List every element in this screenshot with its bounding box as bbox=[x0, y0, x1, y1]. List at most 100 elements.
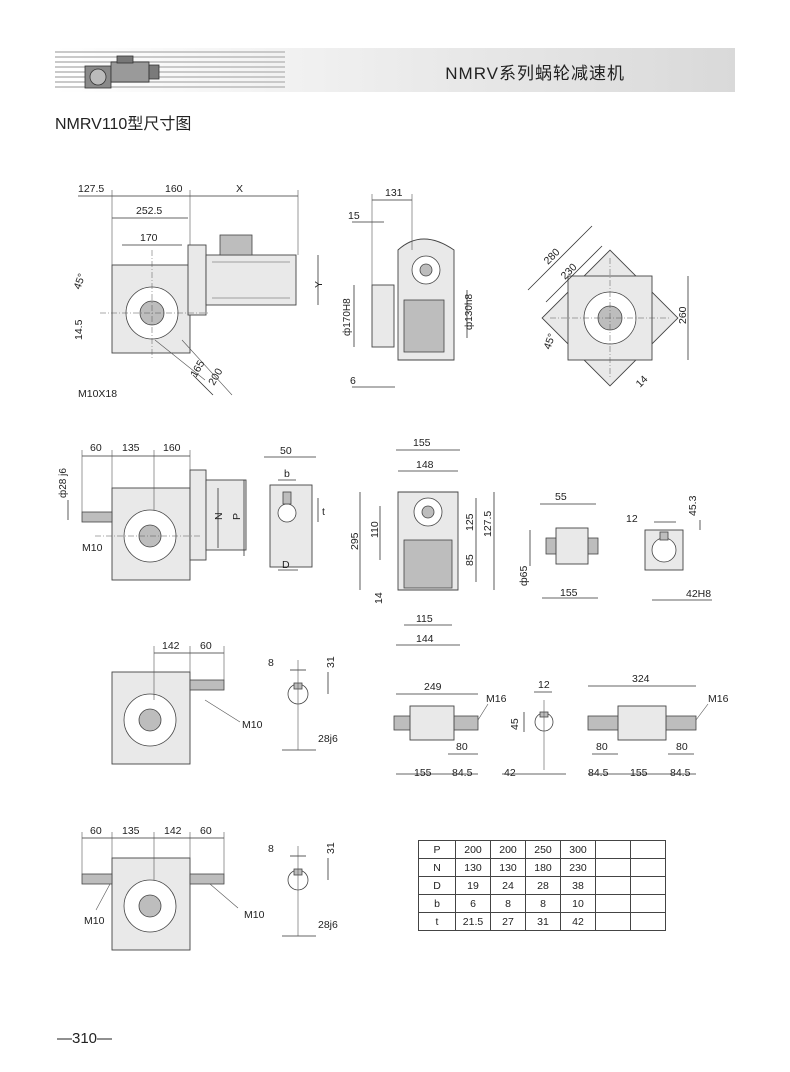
table-cell bbox=[630, 858, 666, 877]
table-cell: 38 bbox=[560, 876, 596, 895]
table-cell: 42 bbox=[560, 912, 596, 931]
table-cell: 10 bbox=[560, 894, 596, 913]
dim-label: 127.5 bbox=[78, 183, 104, 195]
dim-label: 42 bbox=[504, 767, 516, 779]
table-row: b 6 8 8 10 bbox=[418, 894, 666, 913]
table-row: t 21.5 27 31 42 bbox=[418, 912, 666, 931]
dim-label: M16 bbox=[708, 693, 729, 705]
table-cell bbox=[630, 840, 666, 859]
view-input-bore: 50 b t D bbox=[264, 445, 325, 571]
dim-label: t bbox=[322, 506, 325, 518]
dim-label: ф170H8 bbox=[341, 298, 353, 336]
view-single-shaft: 249 M16 80 155 84.5 bbox=[393, 681, 507, 779]
dim-label: b bbox=[284, 468, 290, 480]
dim-label: 84.5 bbox=[588, 767, 609, 779]
view-shaft-key-3: 8 31 28j6 bbox=[268, 842, 338, 937]
dim-label: 6 bbox=[350, 375, 356, 387]
dim-label: 85 bbox=[464, 554, 476, 566]
table-cell bbox=[595, 858, 631, 877]
dim-label: 165 bbox=[188, 358, 207, 379]
table-cell: P bbox=[418, 840, 456, 859]
dim-label: 80 bbox=[676, 741, 688, 753]
view-reducer-front: 60 135 160 ф28 j6 M10 N P bbox=[57, 442, 247, 581]
dim-label: 8 bbox=[268, 843, 274, 855]
table-cell: 27 bbox=[490, 912, 526, 931]
dim-label: 28j6 bbox=[318, 919, 338, 931]
dim-label: 12 bbox=[626, 513, 638, 525]
dim-label: 31 bbox=[325, 656, 337, 668]
dim-label: 60 bbox=[200, 825, 212, 837]
table-cell: 180 bbox=[525, 858, 561, 877]
dim-label: 125 bbox=[464, 513, 476, 531]
dim-label: 60 bbox=[90, 825, 102, 837]
dim-label: 155 bbox=[414, 767, 432, 779]
table-cell: 200 bbox=[455, 840, 491, 859]
table-cell: 130 bbox=[455, 858, 491, 877]
view-reducer-side: 155 148 295 110 125 127.5 85 14 115 144 bbox=[349, 437, 495, 646]
dim-label: 14.5 bbox=[73, 319, 85, 340]
motor-terminal-box bbox=[219, 234, 253, 256]
spec-table: P 200 200 250 300 N 130 130 180 230 D 19… bbox=[418, 840, 666, 931]
table-cell: 21.5 bbox=[455, 912, 491, 931]
dim-label: 50 bbox=[280, 445, 292, 457]
table-cell: 300 bbox=[560, 840, 596, 859]
dim-label: 160 bbox=[163, 442, 181, 454]
dim-label: P bbox=[231, 513, 243, 520]
table-cell: 24 bbox=[490, 876, 526, 895]
table-row: N 130 130 180 230 bbox=[418, 858, 666, 877]
dim-label: 115 bbox=[416, 613, 433, 625]
dim-label: N bbox=[213, 512, 225, 520]
dim-label: 45.3 bbox=[687, 495, 699, 516]
dim-label: 148 bbox=[416, 459, 434, 471]
dim-label: 110 bbox=[369, 521, 381, 538]
page-number: —310— bbox=[57, 1030, 113, 1047]
dim-label: M10 bbox=[242, 719, 263, 731]
table-cell: 8 bbox=[490, 894, 526, 913]
dim-label: 249 bbox=[424, 681, 442, 693]
view-motor-side: 131 15 ф170H8 ф130h8 6 bbox=[341, 187, 475, 388]
dim-label: 84.5 bbox=[670, 767, 691, 779]
view-output-shaft: 142 60 M10 bbox=[111, 640, 263, 765]
table-cell: 8 bbox=[525, 894, 561, 913]
dim-label: D bbox=[282, 559, 290, 571]
dim-label: 155 bbox=[413, 437, 431, 449]
dim-label: 12 bbox=[538, 679, 550, 691]
view-motor-front: 127.5 160 X 252.5 170 45° 14.5 M10X18 16… bbox=[72, 183, 325, 400]
table-cell: 230 bbox=[560, 858, 596, 877]
dim-label: 84.5 bbox=[452, 767, 473, 779]
view-hollow-shaft: 55 ф65 155 bbox=[518, 491, 599, 599]
motor-thumbnail-image bbox=[84, 55, 160, 89]
dim-label: 260 bbox=[677, 306, 689, 324]
view-shaft-key-2: 12 45 42 bbox=[502, 679, 566, 779]
dim-label: 127.5 bbox=[482, 511, 494, 537]
page-header: NMRV系列蜗轮减速机 bbox=[55, 48, 735, 92]
section-title: NMRV110型尺寸图 bbox=[55, 116, 192, 133]
view-double-shaft: 324 M16 80 80 84.5 155 84.5 bbox=[587, 673, 729, 779]
dim-label: 45° bbox=[542, 332, 559, 351]
table-cell: t bbox=[418, 912, 456, 931]
dim-label: 252.5 bbox=[136, 205, 162, 217]
dim-label: 155 bbox=[560, 587, 578, 599]
dim-label: ф130h8 bbox=[463, 294, 475, 330]
header-title: NMRV系列蜗轮减速机 bbox=[445, 64, 625, 83]
dim-label: M16 bbox=[486, 693, 507, 705]
table-cell: 130 bbox=[490, 858, 526, 877]
dim-label: 8 bbox=[268, 657, 274, 669]
dim-label: 295 bbox=[349, 532, 361, 550]
dim-label: 60 bbox=[200, 640, 212, 652]
dim-label: 142 bbox=[164, 825, 182, 837]
table-cell: 31 bbox=[525, 912, 561, 931]
view-double-input: 60 135 142 60 M10 M10 bbox=[81, 825, 265, 951]
view-flange: 280 230 260 45° 14 bbox=[527, 225, 689, 390]
table-cell: D bbox=[418, 876, 456, 895]
dim-label: 155 bbox=[630, 767, 648, 779]
dim-label: M10 bbox=[84, 915, 105, 927]
dim-label: M10 bbox=[82, 542, 103, 554]
dim-label: 80 bbox=[596, 741, 608, 753]
table-cell bbox=[595, 894, 631, 913]
dim-label: 131 bbox=[385, 187, 403, 199]
dim-label: 14 bbox=[634, 373, 651, 390]
table-row: D 19 24 28 38 bbox=[418, 876, 666, 895]
technical-drawing: 127.5 160 X 252.5 170 45° 14.5 M10X18 16… bbox=[57, 183, 729, 951]
dim-label: 55 bbox=[555, 491, 567, 503]
